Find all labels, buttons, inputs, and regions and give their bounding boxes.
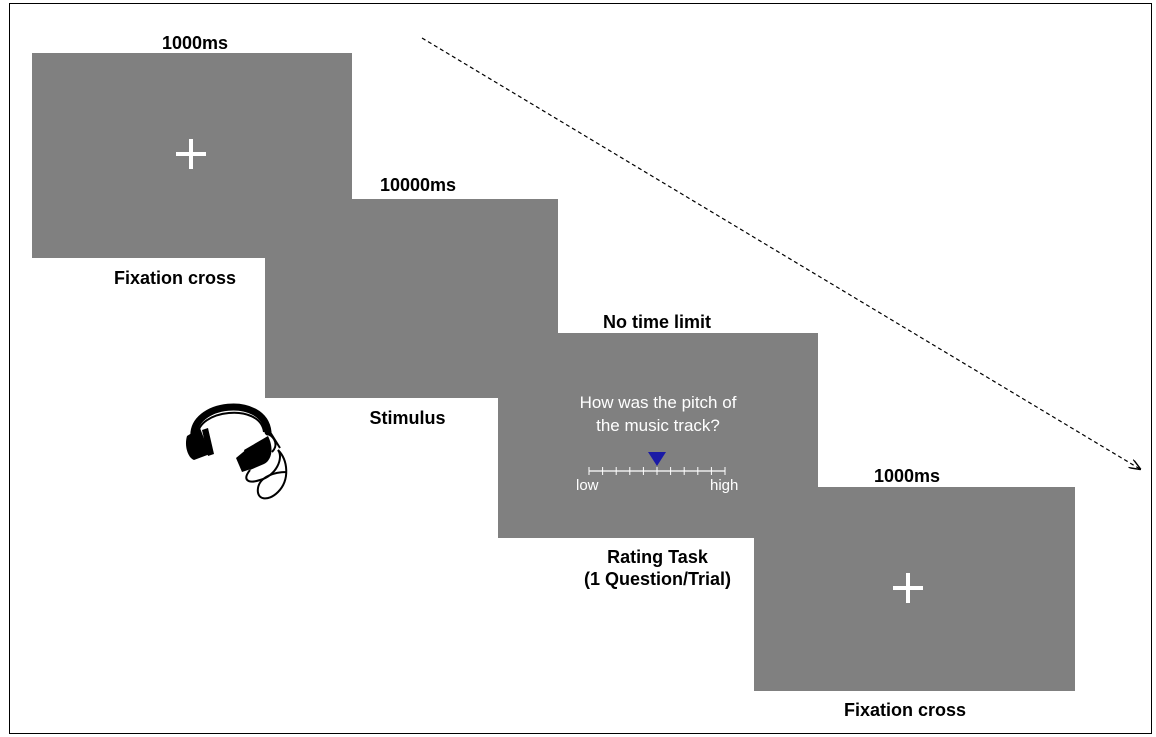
rating-question-line2: the music track? [596,416,720,435]
screen-4-time: 1000ms [873,466,941,486]
screen-2-caption: Stimulus [369,408,446,428]
screen-3-caption-line1: Rating Task [607,547,708,567]
screen-1-time: 1000ms [161,33,229,53]
scale-high-label: high [710,477,739,494]
rating-question-line1: How was the pitch of [579,393,737,412]
rating-question: How was the pitch of the music track? [538,391,778,437]
headphones-icon [185,403,288,500]
screen-3-caption: Rating Task (1 Question/Trial) [560,546,755,590]
scale-marker-icon[interactable] [648,452,666,466]
scale-low-label: low [576,477,599,494]
screen-3-caption-line2: (1 Question/Trial) [583,569,732,589]
screen-3-time: No time limit [602,312,711,332]
screen-4-fixation [754,487,1075,691]
fixation-cross-icon [176,139,206,169]
screen-4-caption: Fixation cross [843,700,967,720]
rating-scale[interactable] [586,450,732,480]
figure-frame [9,3,1152,734]
screen-1-caption: Fixation cross [113,268,237,288]
fixation-cross-icon [893,573,923,603]
screen-2-time: 10000ms [379,175,457,195]
